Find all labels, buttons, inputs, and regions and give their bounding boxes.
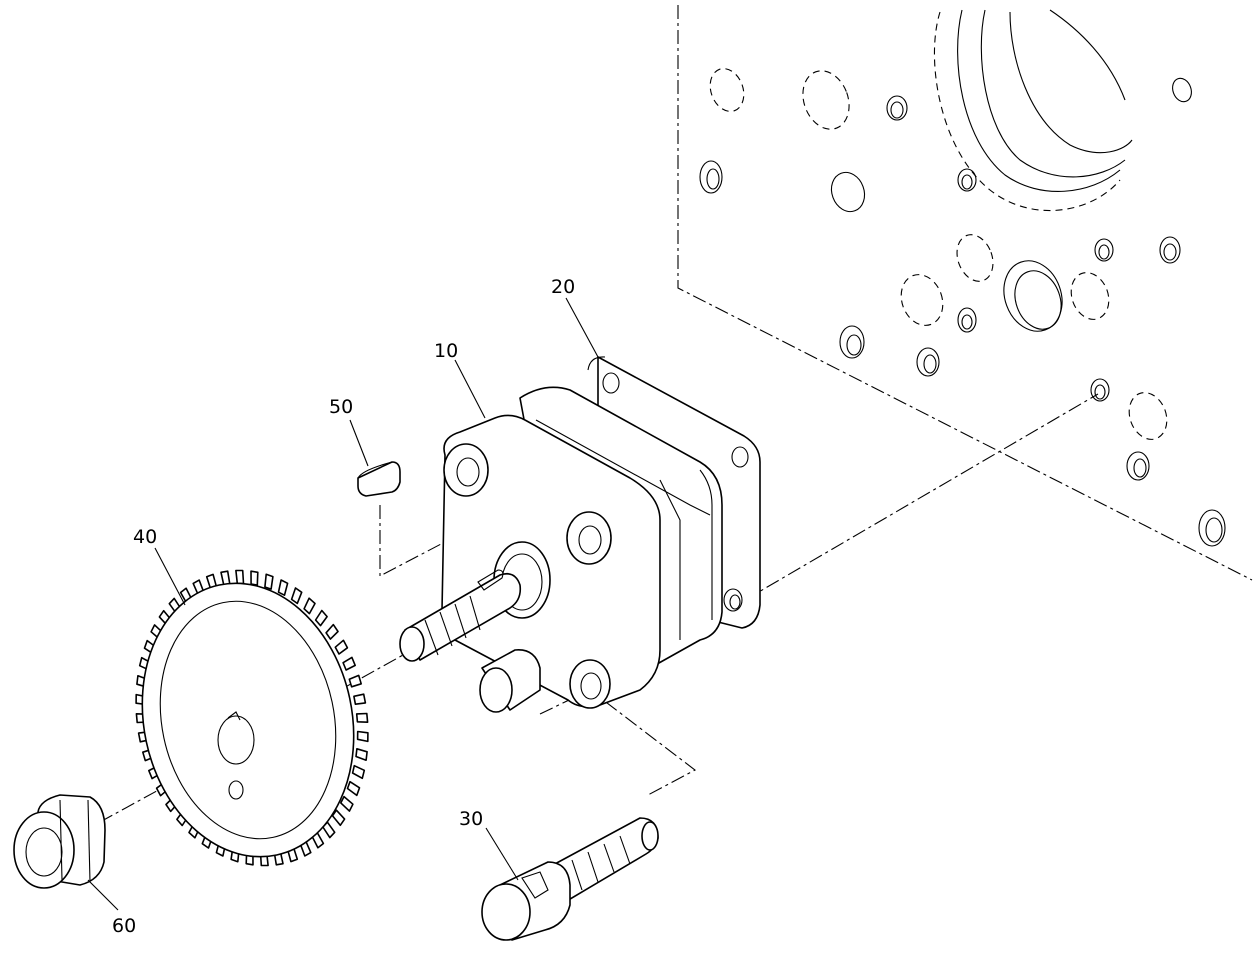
gear-tooth [353,693,367,706]
gear-tooth [303,597,316,615]
callout-60: 60 [112,915,136,937]
callout-10: 10 [434,340,458,362]
gear-tooth [342,656,357,671]
gear-tooth [264,573,274,590]
flange-nut [13,794,106,889]
gear-tooth [290,587,303,605]
gear-tooth [235,569,245,585]
gear-tooth [355,747,368,762]
gear-tooth [314,609,328,627]
drive-gear [135,569,369,867]
gear-tooth [331,809,346,827]
callout-50: 50 [329,396,353,418]
gear-tooth [325,623,339,640]
gear-tooth [250,570,259,586]
callout-30: 30 [459,808,483,830]
screw [481,817,659,941]
gear-tooth [356,730,369,743]
housing-plate [677,5,1253,581]
callout-20: 20 [551,276,575,298]
leader-lines [87,297,599,911]
housing-bore [933,9,1133,212]
key [357,461,401,497]
housing-holes [699,68,1226,547]
gear-tooth [277,579,289,597]
gear-tooth [355,712,369,724]
gear-tooth [348,674,363,688]
oil-pump [399,386,723,713]
callout-40: 40 [133,526,157,548]
gear-tooth [339,795,354,812]
gear-tooth [351,764,366,780]
gear-tooth [334,639,349,655]
gear-tooth [346,780,361,797]
